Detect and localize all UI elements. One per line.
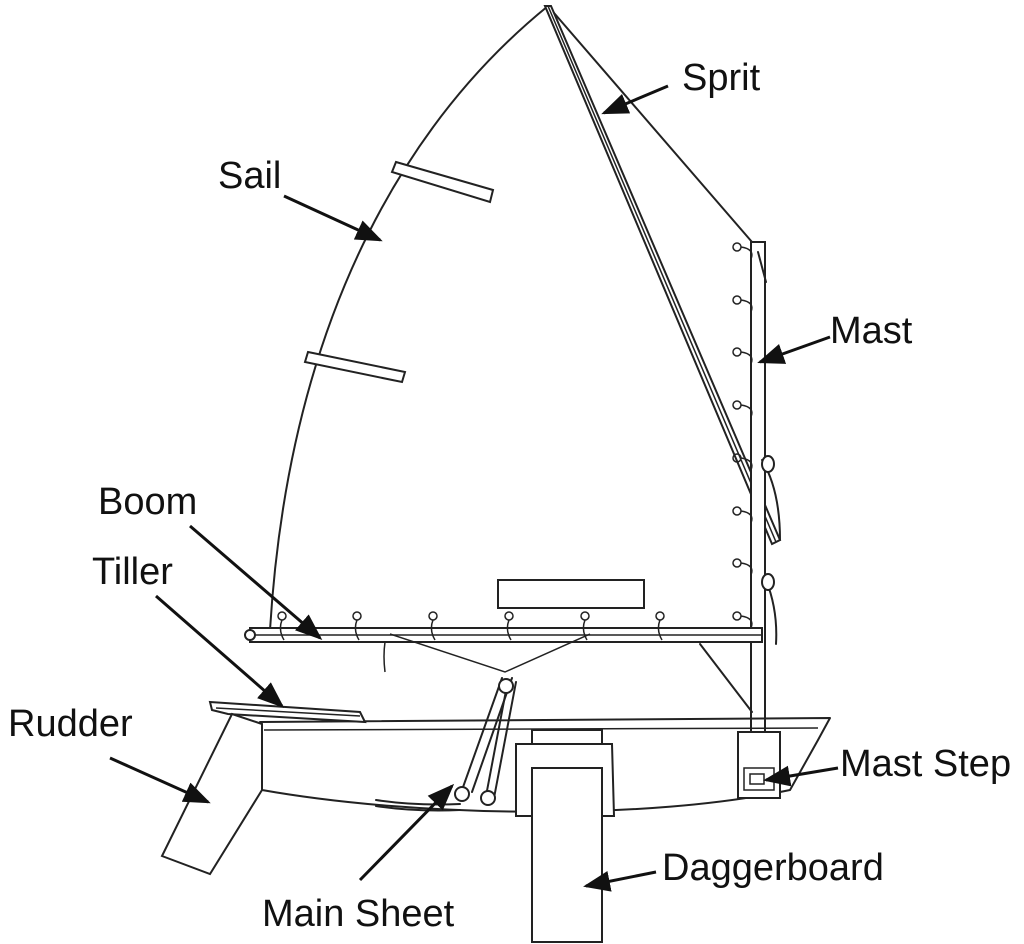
sail-leader — [283, 194, 383, 242]
sail — [269, 5, 753, 631]
boom-label: Boom — [98, 481, 197, 523]
main-sheet-leader — [358, 783, 455, 882]
daggerboard-leader — [583, 870, 657, 892]
tiller — [208, 700, 367, 724]
mast-leader — [757, 335, 831, 364]
sprit-leader — [601, 84, 669, 115]
sprit-label: Sprit — [682, 57, 761, 99]
mast-step-label: Mast Step — [840, 743, 1011, 785]
sail-window — [497, 579, 645, 609]
batten-upper — [390, 160, 495, 204]
rudder — [160, 712, 263, 876]
tiller-label: Tiller — [92, 551, 173, 593]
mast-step-leader — [763, 765, 839, 787]
tiller-leader — [155, 594, 285, 708]
rudder-leader — [109, 756, 211, 804]
daggerboard — [531, 767, 603, 943]
daggerboard-label: Daggerboard — [662, 847, 884, 889]
mast-label: Mast — [830, 310, 913, 352]
mast — [732, 241, 781, 733]
batten-lower — [303, 350, 407, 384]
boom-leader — [189, 524, 323, 640]
boom — [244, 611, 763, 713]
leader-lines — [109, 84, 839, 892]
sail-label: Sail — [218, 155, 281, 197]
rudder-label: Rudder — [8, 703, 133, 745]
main-sheet — [375, 677, 517, 812]
labels: Sprit Sail Mast Boom Tiller Rudder Mast … — [8, 57, 1011, 935]
main-sheet-label: Main Sheet — [262, 893, 455, 935]
